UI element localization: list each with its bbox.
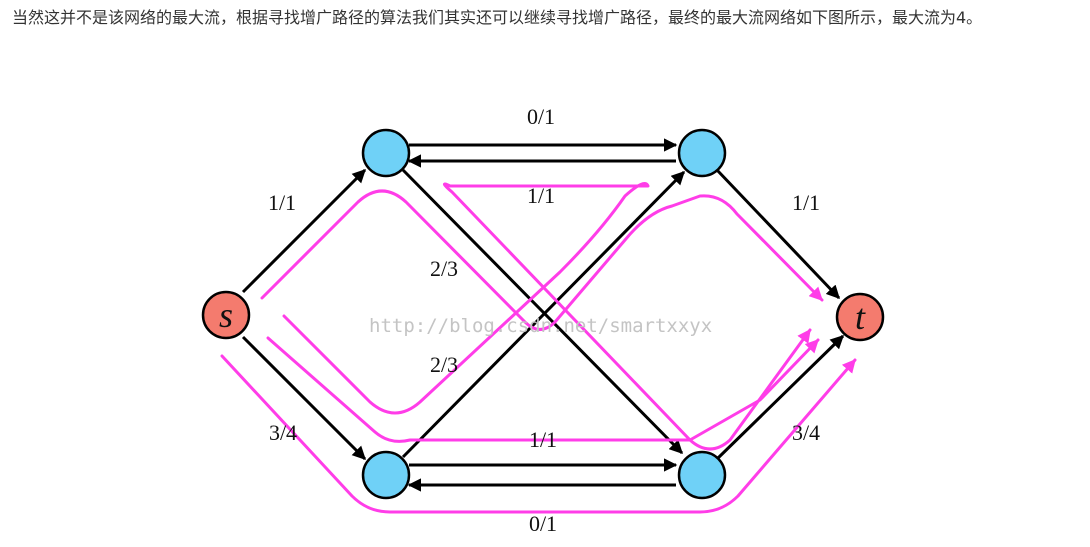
augmenting-path-3: [266, 336, 820, 443]
label-top-left-to-bottom-right: 2/3: [430, 256, 458, 281]
intro-paragraph: 当然这并不是该网络的最大流，根据寻找增广路径的算法我们其实还可以继续寻找增广路径…: [12, 8, 983, 27]
edge-top-left-to-bottom-right: [401, 168, 684, 455]
edge-bottom-right-to-t: [715, 334, 845, 461]
network-nodes: [201, 128, 885, 500]
node-bottom-left: [361, 450, 411, 500]
source-label: s: [219, 295, 233, 335]
label-top-forward: 0/1: [527, 104, 555, 129]
label-s-to-bottom-left: 3/4: [269, 420, 297, 445]
label-bottom-left-to-top-right: 2/3: [430, 352, 458, 377]
augmenting-path-1: [260, 189, 824, 331]
edge-bottom-left-to-top-right: [401, 170, 686, 459]
augmenting-path-2: [282, 182, 812, 451]
network-edges: [241, 138, 845, 492]
label-s-to-top-left: 1/1: [268, 190, 296, 215]
node-top-left: [361, 128, 411, 178]
node-bottom-right: [677, 450, 727, 500]
edge-top-right-to-t: [715, 168, 841, 300]
label-top-right-to-t: 1/1: [792, 190, 820, 215]
node-top-right: [677, 128, 727, 178]
edge-s-to-bottom-left: [241, 335, 367, 461]
node-source: [201, 290, 251, 340]
label-top-backward: 1/1: [527, 183, 555, 208]
watermark: http://blog.csdn.net/smartxxyx: [369, 315, 712, 337]
node-sink: [835, 292, 885, 342]
sink-label: t: [855, 297, 866, 337]
label-bottom-forward: 1/1: [529, 427, 557, 452]
label-bottom-backward: 0/1: [529, 511, 557, 536]
edge-s-to-top-left: [241, 168, 367, 294]
augmenting-paths: [220, 182, 857, 514]
label-bottom-right-to-t: 3/4: [792, 420, 820, 445]
augmenting-path-4: [220, 354, 857, 514]
